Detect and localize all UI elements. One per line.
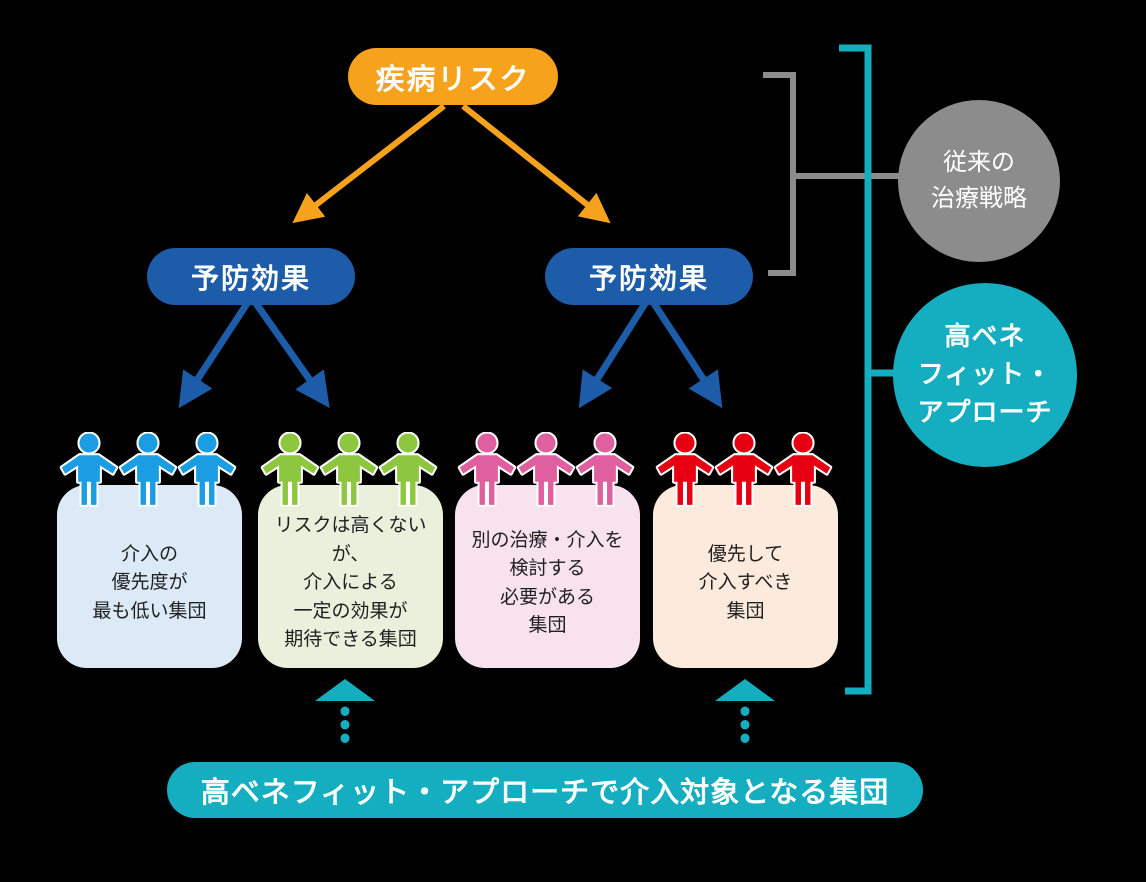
dotted-up-arrow-icon xyxy=(715,679,775,755)
group-box-expected-effect: リスクは高くないが、 介入による 一定の効果が 期待できる集団 xyxy=(258,485,443,668)
arrow-root-to-right-branch xyxy=(461,103,611,224)
arrow-right-branch-to-group3 xyxy=(578,300,649,409)
group-label: 優先して 介入すべき 集団 xyxy=(698,543,793,622)
people-icon-group-pink xyxy=(453,430,643,508)
group-label: リスクは高くないが、 介入による 一定の効果が 期待できる集団 xyxy=(274,515,427,651)
prevention-effect-pill-right: 予防効果 xyxy=(545,248,753,305)
target-population-label: 高ベネフィット・アプローチで介入対象となる集団 xyxy=(200,777,890,809)
people-icon-group-red xyxy=(651,430,841,508)
prevention-effect-label: 予防効果 xyxy=(190,262,311,294)
conventional-strategy-circle: 従来の 治療戦略 xyxy=(898,100,1060,262)
conventional-strategy-label: 従来の 治療戦略 xyxy=(931,149,1027,212)
dotted-up-arrow-icon xyxy=(315,679,375,755)
disease-risk-pill: 疾病リスク xyxy=(348,48,558,105)
group-box-lowest-priority: 介入の 優先度が 最も低い集団 xyxy=(57,485,242,668)
disease-risk-label: 疾病リスク xyxy=(375,63,531,96)
arrow-left-branch-to-group2 xyxy=(252,299,330,409)
group-label: 介入の 優先度が 最も低い集団 xyxy=(92,543,207,622)
high-benefit-approach-label: 高ベネ フィット・ アプローチ xyxy=(917,321,1053,427)
gray-bracket xyxy=(763,72,796,276)
arrow-root-to-left-branch xyxy=(292,103,446,224)
arrow-left-branch-to-group1 xyxy=(178,300,251,409)
group-box-other-treatment: 別の治療・介入を 検討する 必要がある 集団 xyxy=(455,485,640,668)
arrow-right-branch-to-group4 xyxy=(650,300,723,409)
group-label: 別の治療・介入を 検討する 必要がある 集団 xyxy=(471,529,624,637)
people-icon-group-blue xyxy=(55,430,245,508)
high-benefit-approach-circle: 高ベネ フィット・ アプローチ xyxy=(893,283,1077,467)
target-population-banner: 高ベネフィット・アプローチで介入対象となる集団 xyxy=(167,762,923,818)
group-box-priority-intervention: 優先して 介入すべき 集団 xyxy=(653,485,838,668)
teal-bracket xyxy=(839,44,872,695)
prevention-effect-pill-left: 予防効果 xyxy=(147,248,355,305)
prevention-effect-label: 予防効果 xyxy=(588,262,709,294)
people-icon-group-green xyxy=(256,430,446,508)
